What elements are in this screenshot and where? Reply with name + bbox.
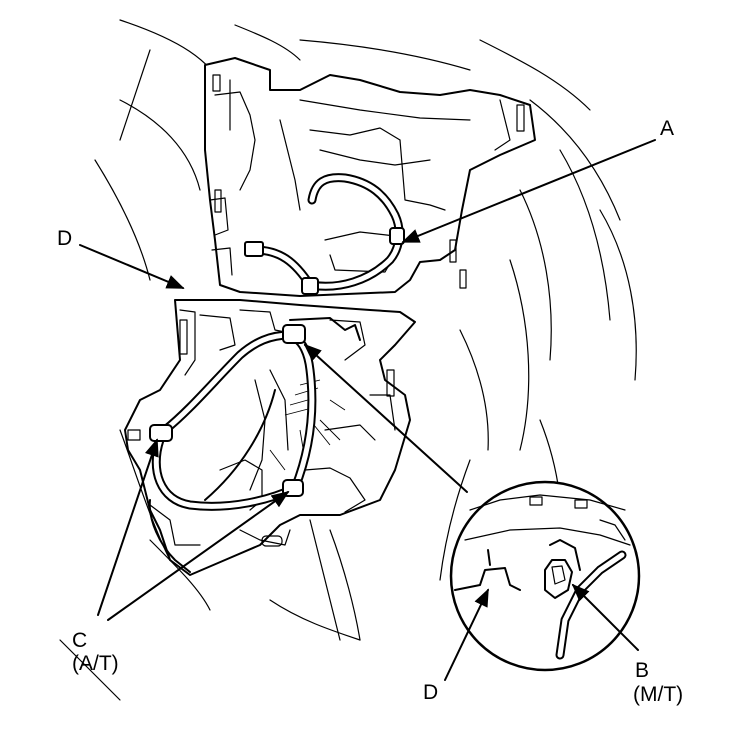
leader-d-top bbox=[79, 244, 185, 289]
leader-detail bbox=[303, 343, 468, 493]
clip-c-left bbox=[149, 424, 173, 442]
leader-c-left bbox=[97, 438, 159, 616]
callout-c-label: C bbox=[72, 629, 88, 652]
harness-clip-a bbox=[389, 227, 405, 245]
harness-connector-left bbox=[244, 241, 264, 257]
callout-b-sub-label: (M/T) bbox=[633, 683, 684, 706]
callout-a-label: A bbox=[660, 117, 675, 140]
upper-console-bracket bbox=[204, 57, 536, 297]
harness-clip bbox=[301, 277, 319, 295]
callout-b-label: B bbox=[635, 659, 650, 682]
detail-magnifier bbox=[449, 480, 641, 672]
lower-wire-harness bbox=[148, 317, 361, 573]
leader-b bbox=[571, 583, 639, 651]
upper-wire-harness bbox=[244, 173, 405, 295]
callout-leaders bbox=[79, 139, 656, 681]
callout-c-sub-label: (A/T) bbox=[72, 652, 119, 675]
callout-d-label: D bbox=[57, 227, 73, 250]
leader-a bbox=[401, 139, 656, 243]
callout-d-detail-label: D bbox=[423, 681, 439, 704]
leader-d-detail bbox=[444, 588, 489, 681]
clip-c-top bbox=[282, 324, 306, 344]
leader-c-right bbox=[107, 490, 290, 621]
